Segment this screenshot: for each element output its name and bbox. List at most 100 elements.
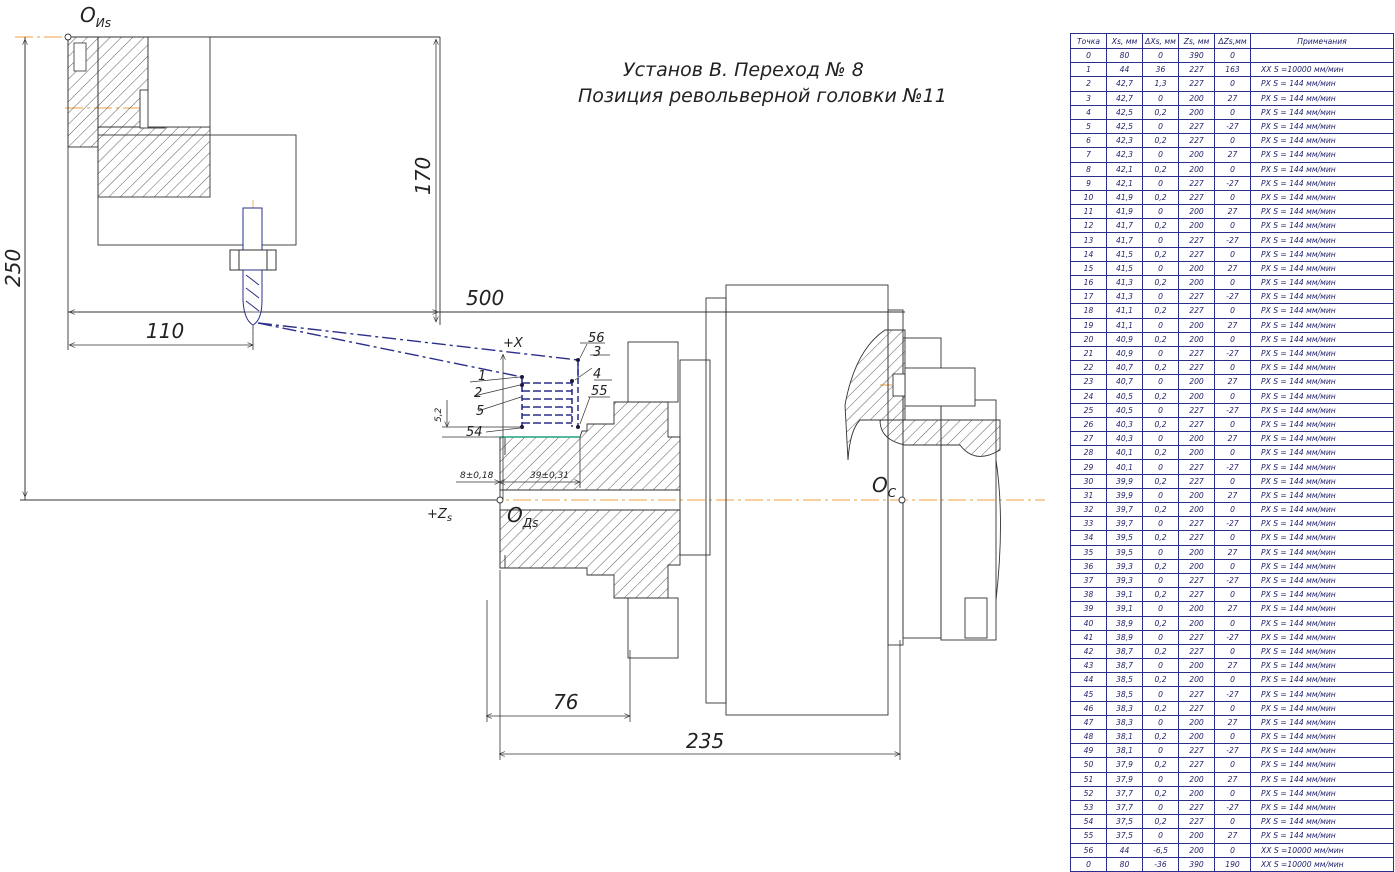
table-cell: 22: [1070, 360, 1107, 376]
table-cell: 37: [1070, 572, 1107, 589]
header-point: Точка: [1070, 33, 1107, 49]
table-cell: 163: [1214, 62, 1251, 78]
table-cell: PX S = 144 мм/мин: [1250, 714, 1394, 731]
table-cell: 53: [1070, 799, 1107, 816]
table-cell: 27: [1214, 260, 1251, 277]
table-cell: PX S = 144 мм/мин: [1250, 558, 1394, 574]
table-cell: 0: [1142, 402, 1179, 418]
table-cell: PX S = 144 мм/мин: [1250, 728, 1394, 745]
table-cell: 227: [1178, 643, 1215, 660]
table-cell: 227: [1178, 118, 1215, 135]
table-cell: PX S = 144 мм/мин: [1250, 331, 1394, 347]
table-cell: PX S = 144 мм/мин: [1250, 133, 1394, 149]
table-cell: PX S = 144 мм/мин: [1250, 289, 1394, 305]
point-label-55: 55: [591, 384, 608, 399]
table-cell: 38,3: [1106, 700, 1143, 716]
table-cell: 0: [1214, 161, 1251, 177]
table-cell: 42,5: [1106, 118, 1143, 135]
table-cell: 0,2: [1142, 530, 1179, 546]
table-cell: 51: [1070, 771, 1107, 787]
table-cell: 39,1: [1106, 587, 1143, 603]
table-cell: PX S = 144 мм/мин: [1250, 147, 1394, 163]
table-cell: 0,2: [1142, 303, 1179, 319]
table-cell: 42,7: [1106, 76, 1143, 92]
table-cell: 0: [1142, 431, 1179, 447]
table-cell: 44: [1106, 842, 1143, 858]
table-cell: 42,7: [1106, 90, 1143, 106]
spindle-section: [844, 329, 1001, 639]
header-dzs: ΔZs,мм: [1214, 33, 1251, 49]
table-cell: 41,7: [1106, 218, 1143, 234]
table-cell: XX S =10000 мм/мин: [1250, 856, 1394, 872]
table-cell: 227: [1178, 587, 1215, 603]
table-cell: 0: [1214, 331, 1251, 347]
table-cell: 17: [1070, 289, 1107, 305]
table-cell: 42,5: [1106, 104, 1143, 120]
table-cell: 6: [1070, 133, 1107, 149]
table-cell: 39,9: [1106, 487, 1143, 504]
table-cell: 0: [1214, 76, 1251, 92]
table-cell: PX S = 144 мм/мин: [1250, 487, 1394, 504]
title-line2: Позиция револьверной головки №11: [578, 85, 947, 107]
title-line1: Установ В. Переход № 8: [623, 59, 864, 81]
dim-39: 39±0,31: [530, 471, 569, 481]
table-cell: 0,2: [1142, 416, 1179, 433]
table-header-row: Точка Xs, мм ΔXs, мм Zs, мм ΔZs,мм Приме…: [1070, 33, 1394, 49]
table-cell: 0: [1214, 501, 1251, 518]
table-cell: PX S = 144 мм/мин: [1250, 629, 1394, 645]
table-cell: PX S = 144 мм/мин: [1250, 516, 1394, 532]
table-cell: 27: [1214, 658, 1251, 674]
table-cell: 0,2: [1142, 218, 1179, 234]
table-cell: PX S = 144 мм/мин: [1250, 246, 1394, 262]
table-cell: 50: [1070, 757, 1107, 773]
table-cell: 10: [1070, 189, 1107, 206]
table-cell: 27: [1214, 544, 1251, 560]
table-cell: 0,2: [1142, 785, 1179, 801]
table-cell: 0: [1142, 601, 1179, 617]
table-cell: PX S = 144 мм/мин: [1250, 175, 1394, 191]
table-cell: 15: [1070, 260, 1107, 277]
table-cell: 227: [1178, 700, 1215, 716]
table-cell: 0: [1142, 289, 1179, 305]
table-cell: 227: [1178, 459, 1215, 475]
table-cell: 227: [1178, 629, 1215, 645]
table-cell: PX S = 144 мм/мин: [1250, 232, 1394, 248]
table-cell: 0: [1214, 643, 1251, 660]
table-cell: 227: [1178, 743, 1215, 759]
table-cell: 38,7: [1106, 643, 1143, 660]
table-cell: PX S = 144 мм/мин: [1250, 572, 1394, 589]
table-cell: 39,7: [1106, 516, 1143, 532]
origin-part-label: OДs: [507, 503, 538, 530]
table-cell: 38,9: [1106, 615, 1143, 631]
table-cell: 0: [1142, 118, 1179, 135]
origin-tool-marker: [64, 33, 72, 41]
table-cell: 0: [1142, 572, 1179, 589]
table-cell: 0,2: [1142, 133, 1179, 149]
table-cell: 27: [1214, 317, 1251, 333]
table-cell: PX S = 144 мм/мин: [1250, 743, 1394, 759]
table-cell: 41,7: [1106, 232, 1143, 248]
table-cell: PX S = 144 мм/мин: [1250, 161, 1394, 177]
table-cell: 55: [1070, 828, 1107, 844]
table-cell: PX S = 144 мм/мин: [1250, 388, 1394, 404]
table-cell: 4: [1070, 104, 1107, 120]
table-cell: 27: [1070, 431, 1107, 447]
table-cell: 390: [1178, 47, 1215, 64]
table-cell: 227: [1178, 757, 1215, 773]
table-cell: PX S = 144 мм/мин: [1250, 189, 1394, 206]
